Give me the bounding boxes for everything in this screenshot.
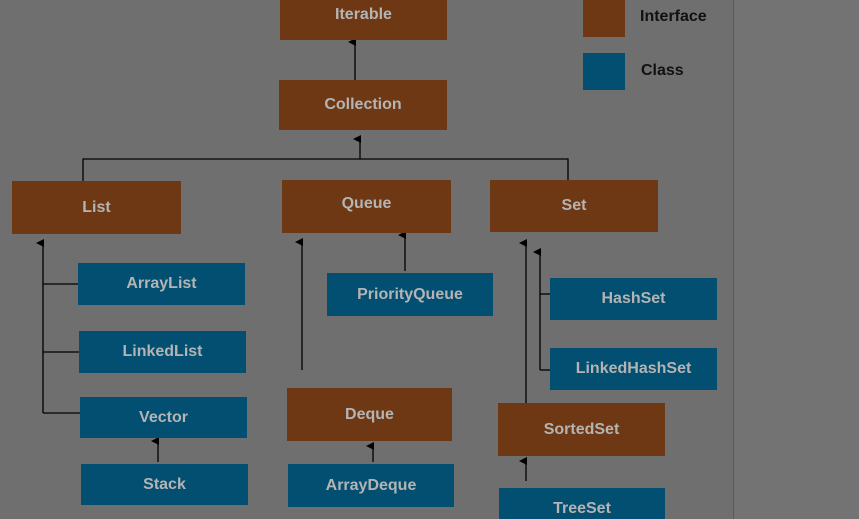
arraydeque-node: ArrayDeque	[288, 464, 454, 507]
legend-class-label: Class	[641, 62, 684, 79]
sortedset-node: SortedSet	[498, 403, 665, 456]
linkedhashset-node: LinkedHashSet	[550, 348, 717, 390]
list-node: List	[12, 181, 181, 234]
hashset-node: HashSet	[550, 278, 717, 320]
legend-interface-swatch	[583, 0, 625, 37]
arraylist-node: ArrayList	[78, 263, 245, 305]
legend-interface-label: Interface	[640, 8, 707, 25]
queue-node: Queue	[282, 180, 451, 233]
linkedlist-node: LinkedList	[79, 331, 246, 373]
treeset-node: TreeSet	[499, 488, 665, 519]
stack-node: Stack	[81, 464, 248, 505]
vector-node: Vector	[80, 397, 247, 438]
set-node: Set	[490, 180, 658, 232]
iterable-node: Iterable	[280, 0, 447, 40]
legend-class-swatch	[583, 53, 625, 90]
collection-node: Collection	[279, 80, 447, 130]
right-panel	[733, 0, 859, 519]
deque-node: Deque	[287, 388, 452, 441]
priorityqueue-node: PriorityQueue	[327, 273, 493, 316]
connector-children-collection	[82, 158, 569, 181]
